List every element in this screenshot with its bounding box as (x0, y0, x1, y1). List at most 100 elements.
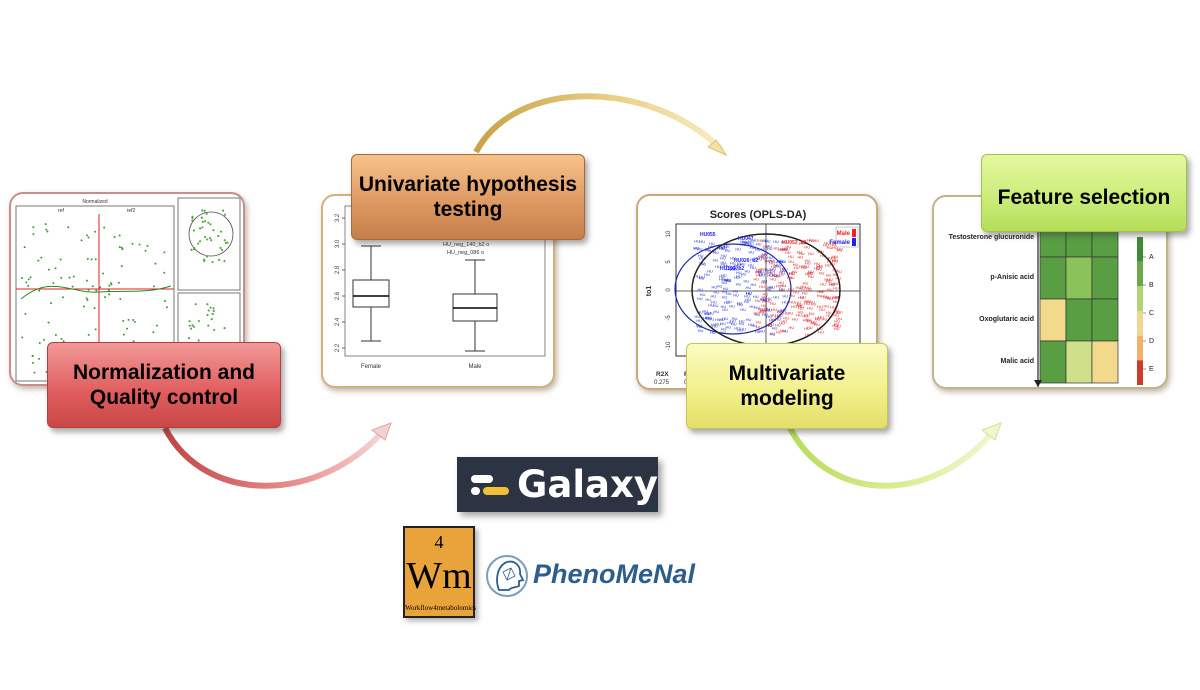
score-point: HU (837, 310, 843, 315)
score-point: HU (780, 283, 786, 288)
score-point: HU (746, 291, 752, 296)
scatter-point (226, 241, 229, 244)
score-point: HU (802, 314, 808, 319)
score-point: HU (774, 263, 780, 268)
scatter-point (190, 248, 193, 251)
score-point: HU (713, 289, 719, 294)
y-tick-label: -10 (666, 341, 672, 350)
scatter-point (31, 355, 34, 358)
score-point: HU (833, 285, 839, 290)
score-point: HU (751, 282, 757, 287)
score-point: HU (819, 289, 825, 294)
score-point: HU (827, 296, 833, 301)
scatter-point (62, 340, 65, 343)
scatter-point (223, 239, 226, 242)
score-point: HU (750, 265, 756, 270)
arrowhead-2 (707, 139, 728, 157)
scatter-point (201, 226, 204, 229)
score-point: HU (705, 297, 711, 302)
score-point: HU (737, 302, 743, 307)
score-point: HU (787, 275, 793, 280)
score-point: HU (762, 238, 768, 243)
score-point: HU (814, 322, 820, 327)
score-point: HU (757, 257, 763, 262)
score-point: HU (713, 303, 719, 308)
score-point: HU (832, 323, 838, 328)
scatter-point (113, 235, 116, 238)
score-point: HU (827, 287, 833, 292)
score-point: HU (720, 321, 726, 326)
scatter-point (47, 321, 50, 324)
score-point: HU (802, 291, 808, 296)
score-point: HU (823, 304, 829, 309)
score-point: HU (803, 280, 809, 285)
score-point: HU (717, 284, 723, 289)
score-point: HU (705, 247, 711, 252)
score-point: HU (781, 318, 787, 323)
score-point: HU (752, 237, 758, 242)
scatter-point (119, 297, 122, 300)
score-point: HU (769, 331, 775, 336)
score-point: HU (799, 264, 805, 269)
w4m-subtitle: Workflow4metabolomics (405, 604, 476, 612)
score-point: HU (729, 264, 735, 269)
scatter-point (207, 324, 210, 327)
score-point: HU (809, 238, 815, 243)
score-point: HU (725, 278, 731, 283)
scatter-point (163, 300, 166, 303)
legend-label: B (1149, 282, 1154, 289)
score-point: HU (766, 243, 772, 248)
score-point: HU (777, 313, 783, 318)
score-point: HU (764, 306, 770, 311)
scatter-point (126, 327, 129, 330)
score-point: HU (721, 260, 727, 265)
score-point: HU (807, 270, 813, 275)
score-point: HU (731, 322, 737, 327)
score-point: HU (770, 267, 776, 272)
score-point: HU (776, 283, 782, 288)
scatter-point (203, 209, 206, 212)
score-point: HU (811, 319, 817, 324)
score-point: HU (699, 276, 705, 281)
score-point: HU (704, 272, 710, 277)
score-point: HU (778, 247, 784, 252)
scatter-point (131, 242, 134, 245)
score-point: HU (833, 281, 839, 286)
legend-swatch (1137, 261, 1143, 287)
score-point: HU (700, 262, 706, 267)
score-point: HU (734, 266, 740, 271)
scatter-point (31, 361, 34, 364)
score-point: HU (832, 254, 838, 259)
score-point: HU (803, 264, 809, 269)
score-point: HU (813, 238, 819, 243)
scatter-point (193, 246, 196, 250)
scatter-point (109, 282, 112, 285)
scatter-point (46, 230, 49, 233)
scatter-point (205, 212, 208, 215)
score-point: HU (748, 322, 754, 327)
scatter-point (120, 265, 123, 268)
score-point: HU (782, 267, 788, 272)
score-point: HU (780, 266, 786, 271)
y-tick-label: 2.6 (335, 291, 341, 300)
scatter-point (122, 320, 125, 323)
score-point: HU (703, 315, 709, 320)
score-point: HU (788, 287, 794, 292)
score-point: HU (698, 253, 704, 258)
score-point: HU (833, 308, 839, 313)
score-point: HU (780, 246, 786, 251)
score-point: HU (748, 262, 754, 267)
score-point: HU (776, 273, 782, 278)
score-point: HU (713, 250, 719, 255)
scatter-point (210, 317, 213, 321)
phenomenal-text: PhenoMeNal (533, 559, 696, 589)
score-point: HU (750, 257, 756, 262)
score-point: HU (766, 285, 772, 290)
scatter-point (211, 312, 214, 316)
score-point: HU (721, 244, 727, 249)
score-point: HU (706, 316, 712, 321)
p3-legend-male: Male (837, 231, 851, 237)
scatter-point (192, 229, 196, 232)
score-point: HU (805, 285, 811, 290)
arrowhead-3 (980, 422, 1002, 441)
